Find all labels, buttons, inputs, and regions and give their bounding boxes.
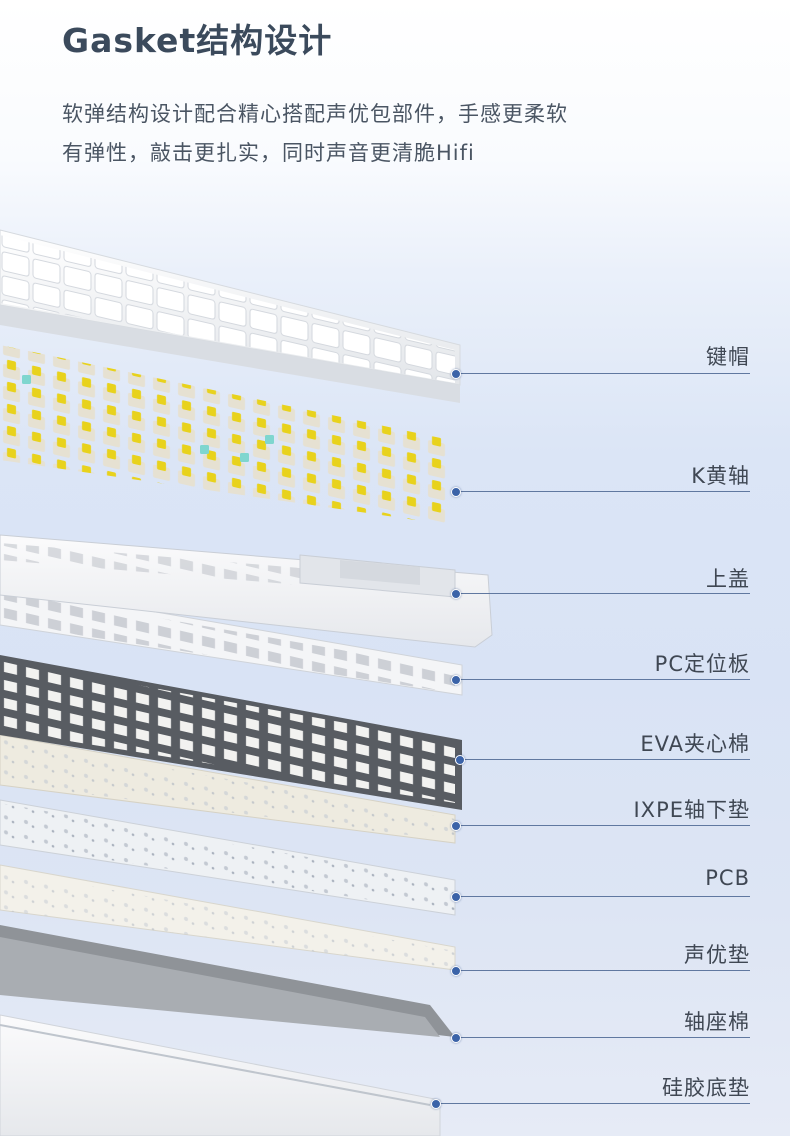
leader-line bbox=[458, 593, 750, 594]
keycap-layer-icon bbox=[0, 229, 461, 403]
layer-label-plate: PC定位板 bbox=[654, 652, 750, 676]
callout-dot bbox=[451, 892, 461, 902]
layer-label-pcb: PCB bbox=[705, 866, 750, 890]
plate-layer-icon bbox=[0, 584, 463, 696]
leader-line bbox=[458, 1037, 750, 1038]
base-foam-layer-icon bbox=[0, 925, 455, 1037]
leader-line bbox=[458, 896, 750, 897]
silicone-pad-layer-icon bbox=[0, 1014, 441, 1136]
callout-dot bbox=[455, 755, 465, 765]
leader-line bbox=[438, 1103, 750, 1104]
top-case-layer-icon bbox=[0, 534, 493, 648]
eva-foam-layer-icon bbox=[0, 655, 462, 810]
layer-label-eva-foam: EVA夹心棉 bbox=[640, 732, 750, 756]
layer-label-top-case: 上盖 bbox=[706, 567, 750, 591]
callout-dot bbox=[451, 487, 461, 497]
leader-line bbox=[458, 825, 750, 826]
layer-label-switches: K黄轴 bbox=[691, 464, 750, 488]
leader-line bbox=[458, 970, 750, 971]
description-line-1: 软弹结构设计配合精心搭配声优包部件，手感更柔软 bbox=[62, 102, 568, 126]
callout-dot bbox=[451, 369, 461, 379]
callout-dot bbox=[451, 821, 461, 831]
layer-label-ixpe-pad: IXPE轴下垫 bbox=[633, 798, 750, 822]
callout-dot bbox=[451, 589, 461, 599]
switch-layer-icon bbox=[0, 345, 450, 525]
layer-label-sound-pad: 声优垫 bbox=[684, 943, 750, 967]
exploded-keyboard-illustration bbox=[0, 229, 493, 1136]
pcb-layer-icon bbox=[0, 799, 456, 916]
description-line-2: 有弹性，敲击更扎实，同时声音更清脆Hifi bbox=[62, 141, 475, 165]
callout-dot bbox=[431, 1099, 441, 1109]
description: 软弹结构设计配合精心搭配声优包部件，手感更柔软 有弹性，敲击更扎实，同时声音更清… bbox=[62, 95, 702, 173]
layer-label-silicone-pad: 硅胶底垫 bbox=[662, 1076, 750, 1100]
leader-line bbox=[462, 759, 750, 760]
leader-line bbox=[458, 491, 750, 492]
layer-label-base-foam: 轴座棉 bbox=[684, 1010, 750, 1034]
leader-line bbox=[458, 373, 750, 374]
callout-dot bbox=[451, 1033, 461, 1043]
callout-dot bbox=[451, 675, 461, 685]
layer-label-keycaps: 键帽 bbox=[706, 345, 750, 369]
ixpe-pad-layer-icon bbox=[0, 734, 456, 844]
callout-dot bbox=[451, 966, 461, 976]
leader-line bbox=[458, 679, 750, 680]
page-title: Gasket结构设计 bbox=[62, 21, 333, 60]
